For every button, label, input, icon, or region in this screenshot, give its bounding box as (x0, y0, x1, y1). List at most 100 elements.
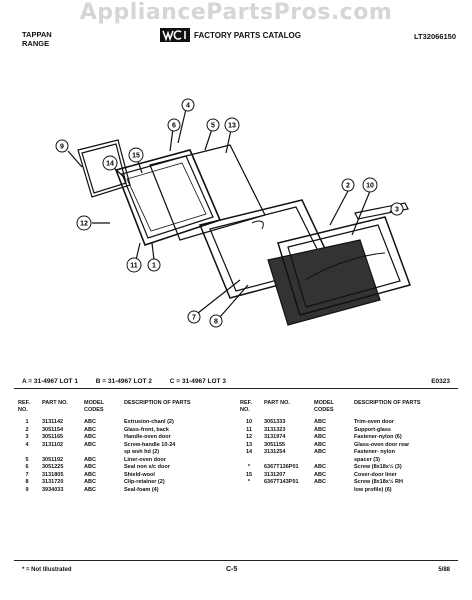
cell-ref: 14 (245, 449, 253, 455)
callout-6: 6 (167, 118, 181, 132)
cell-model: ABC (84, 471, 96, 478)
cell-model (84, 449, 124, 457)
cell-desc: Screw (8x18x½ RH (354, 479, 403, 485)
brand-line-1: TAPPAN (22, 30, 52, 39)
callout-5: 5 (206, 118, 220, 132)
cell-model: ABC (314, 464, 326, 470)
cell-part: 3051333 (264, 419, 286, 425)
handle-shape (354, 202, 409, 220)
page-number: C-5 (226, 566, 238, 573)
cell-part (42, 449, 84, 457)
callout-label: 12 (80, 221, 88, 228)
cell-desc: spacer (3) (354, 456, 380, 463)
callout-label: 7 (192, 315, 196, 322)
cell-ref (240, 487, 264, 495)
front-trim-shape (277, 216, 411, 316)
callout-label: 4 (186, 103, 190, 110)
col-header-ref: REF. NO. (240, 400, 252, 413)
cell-model: ABC (84, 479, 96, 485)
cell-ref (240, 457, 264, 465)
callout-label: 1 (152, 263, 156, 270)
cell-desc: Screw (8x18x½ (3) (354, 464, 402, 470)
col-header-model: MODEL CODES (84, 400, 104, 413)
cell-desc: Trim-oven door (354, 419, 395, 425)
cell-part: 3131254 (264, 449, 286, 455)
callout-13: 13 (224, 117, 240, 133)
cell-ref: 10 (245, 419, 253, 425)
cell-part: 3131805 (42, 471, 64, 478)
cell-model: ABC (84, 434, 96, 440)
table-row: 14 3131254 ABC Fastener- nylon (240, 449, 427, 457)
cell-model: ABC (84, 464, 96, 470)
cell-desc: Cover-door liner (354, 471, 397, 478)
cell-ref: 9 (25, 486, 29, 493)
cell-part: 6367T136P01 (264, 464, 299, 470)
cell-model: ABC (314, 426, 326, 433)
cell-model (314, 457, 354, 465)
cell-part: 3051155 (264, 441, 286, 448)
brand-line-2: RANGE (22, 39, 50, 48)
cell-ref: 6 (25, 464, 29, 470)
cell-desc: Fastener- nylon (354, 449, 395, 455)
cell-part: 3131207 (264, 471, 286, 478)
callout-label: 15 (132, 153, 140, 160)
callout-label: 3 (395, 207, 399, 214)
table-row: low profile) (6) (240, 487, 427, 495)
cell-ref: 2 (25, 426, 29, 433)
brand-block: TAPPAN RANGE (22, 30, 52, 48)
cell-part: 3131142 (42, 419, 64, 425)
callout-15: 15 (128, 147, 144, 163)
cell-part: 3051192 (42, 456, 64, 463)
cell-desc: Handle-oven door (124, 434, 171, 440)
cell-desc: sp wsh hd (2) (124, 449, 160, 455)
col-header-desc: DESCRIPTION OF PARTS (354, 400, 421, 406)
cell-part: 6367T143P01 (264, 479, 299, 485)
table-row: sp wsh hd (2) (18, 449, 197, 457)
col-header-model: MODEL CODES (314, 400, 334, 413)
cell-part (264, 487, 314, 495)
cell-part: 3131102 (42, 441, 64, 448)
cell-model: ABC (84, 486, 96, 493)
cell-part: 3131720 (42, 479, 64, 485)
callout-3: 3 (390, 202, 404, 216)
divider (14, 388, 458, 389)
watermark: AppliancePartsPros.com (79, 0, 393, 25)
cell-ref: 11 (246, 426, 252, 433)
cell-model: ABC (314, 441, 326, 448)
cell-desc: Fastener-nylon (6) (354, 434, 402, 440)
cell-part: 3131974 (264, 434, 286, 440)
cell-model: ABC (314, 434, 326, 440)
cell-model: ABC (314, 449, 326, 455)
wool-shield-shape (30, 95, 31, 96)
cell-model: ABC (314, 471, 326, 478)
catalog-title: FACTORY PARTS CATALOG (194, 30, 301, 40)
cell-ref: 13 (245, 441, 253, 448)
callout-label: 9 (60, 144, 64, 151)
callout-label: 10 (366, 183, 374, 190)
cell-ref: 1 (25, 419, 29, 425)
callout-label: 2 (346, 183, 350, 190)
parts-table-right: REF. NO. PART NO. MODEL CODES DESCRIPTIO… (240, 400, 427, 494)
exploded-parts-diagram: 4 6 5 13 9 14 15 12 11 1 2 10 3 7 8 (30, 95, 450, 355)
cell-part: 3934033 (42, 486, 64, 493)
cell-part: 3051154 (42, 426, 64, 433)
cell-desc: Glass-oven door rear (354, 441, 410, 448)
cell-model: ABC (84, 441, 96, 448)
callout-9: 9 (55, 139, 69, 153)
lot-3: C = 31-4967 LOT 3 (169, 378, 226, 385)
callout-12: 12 (76, 215, 92, 231)
cell-model: ABC (314, 479, 326, 485)
callout-7: 7 (187, 310, 201, 324)
catalog-id: LT32066150 (414, 32, 456, 41)
